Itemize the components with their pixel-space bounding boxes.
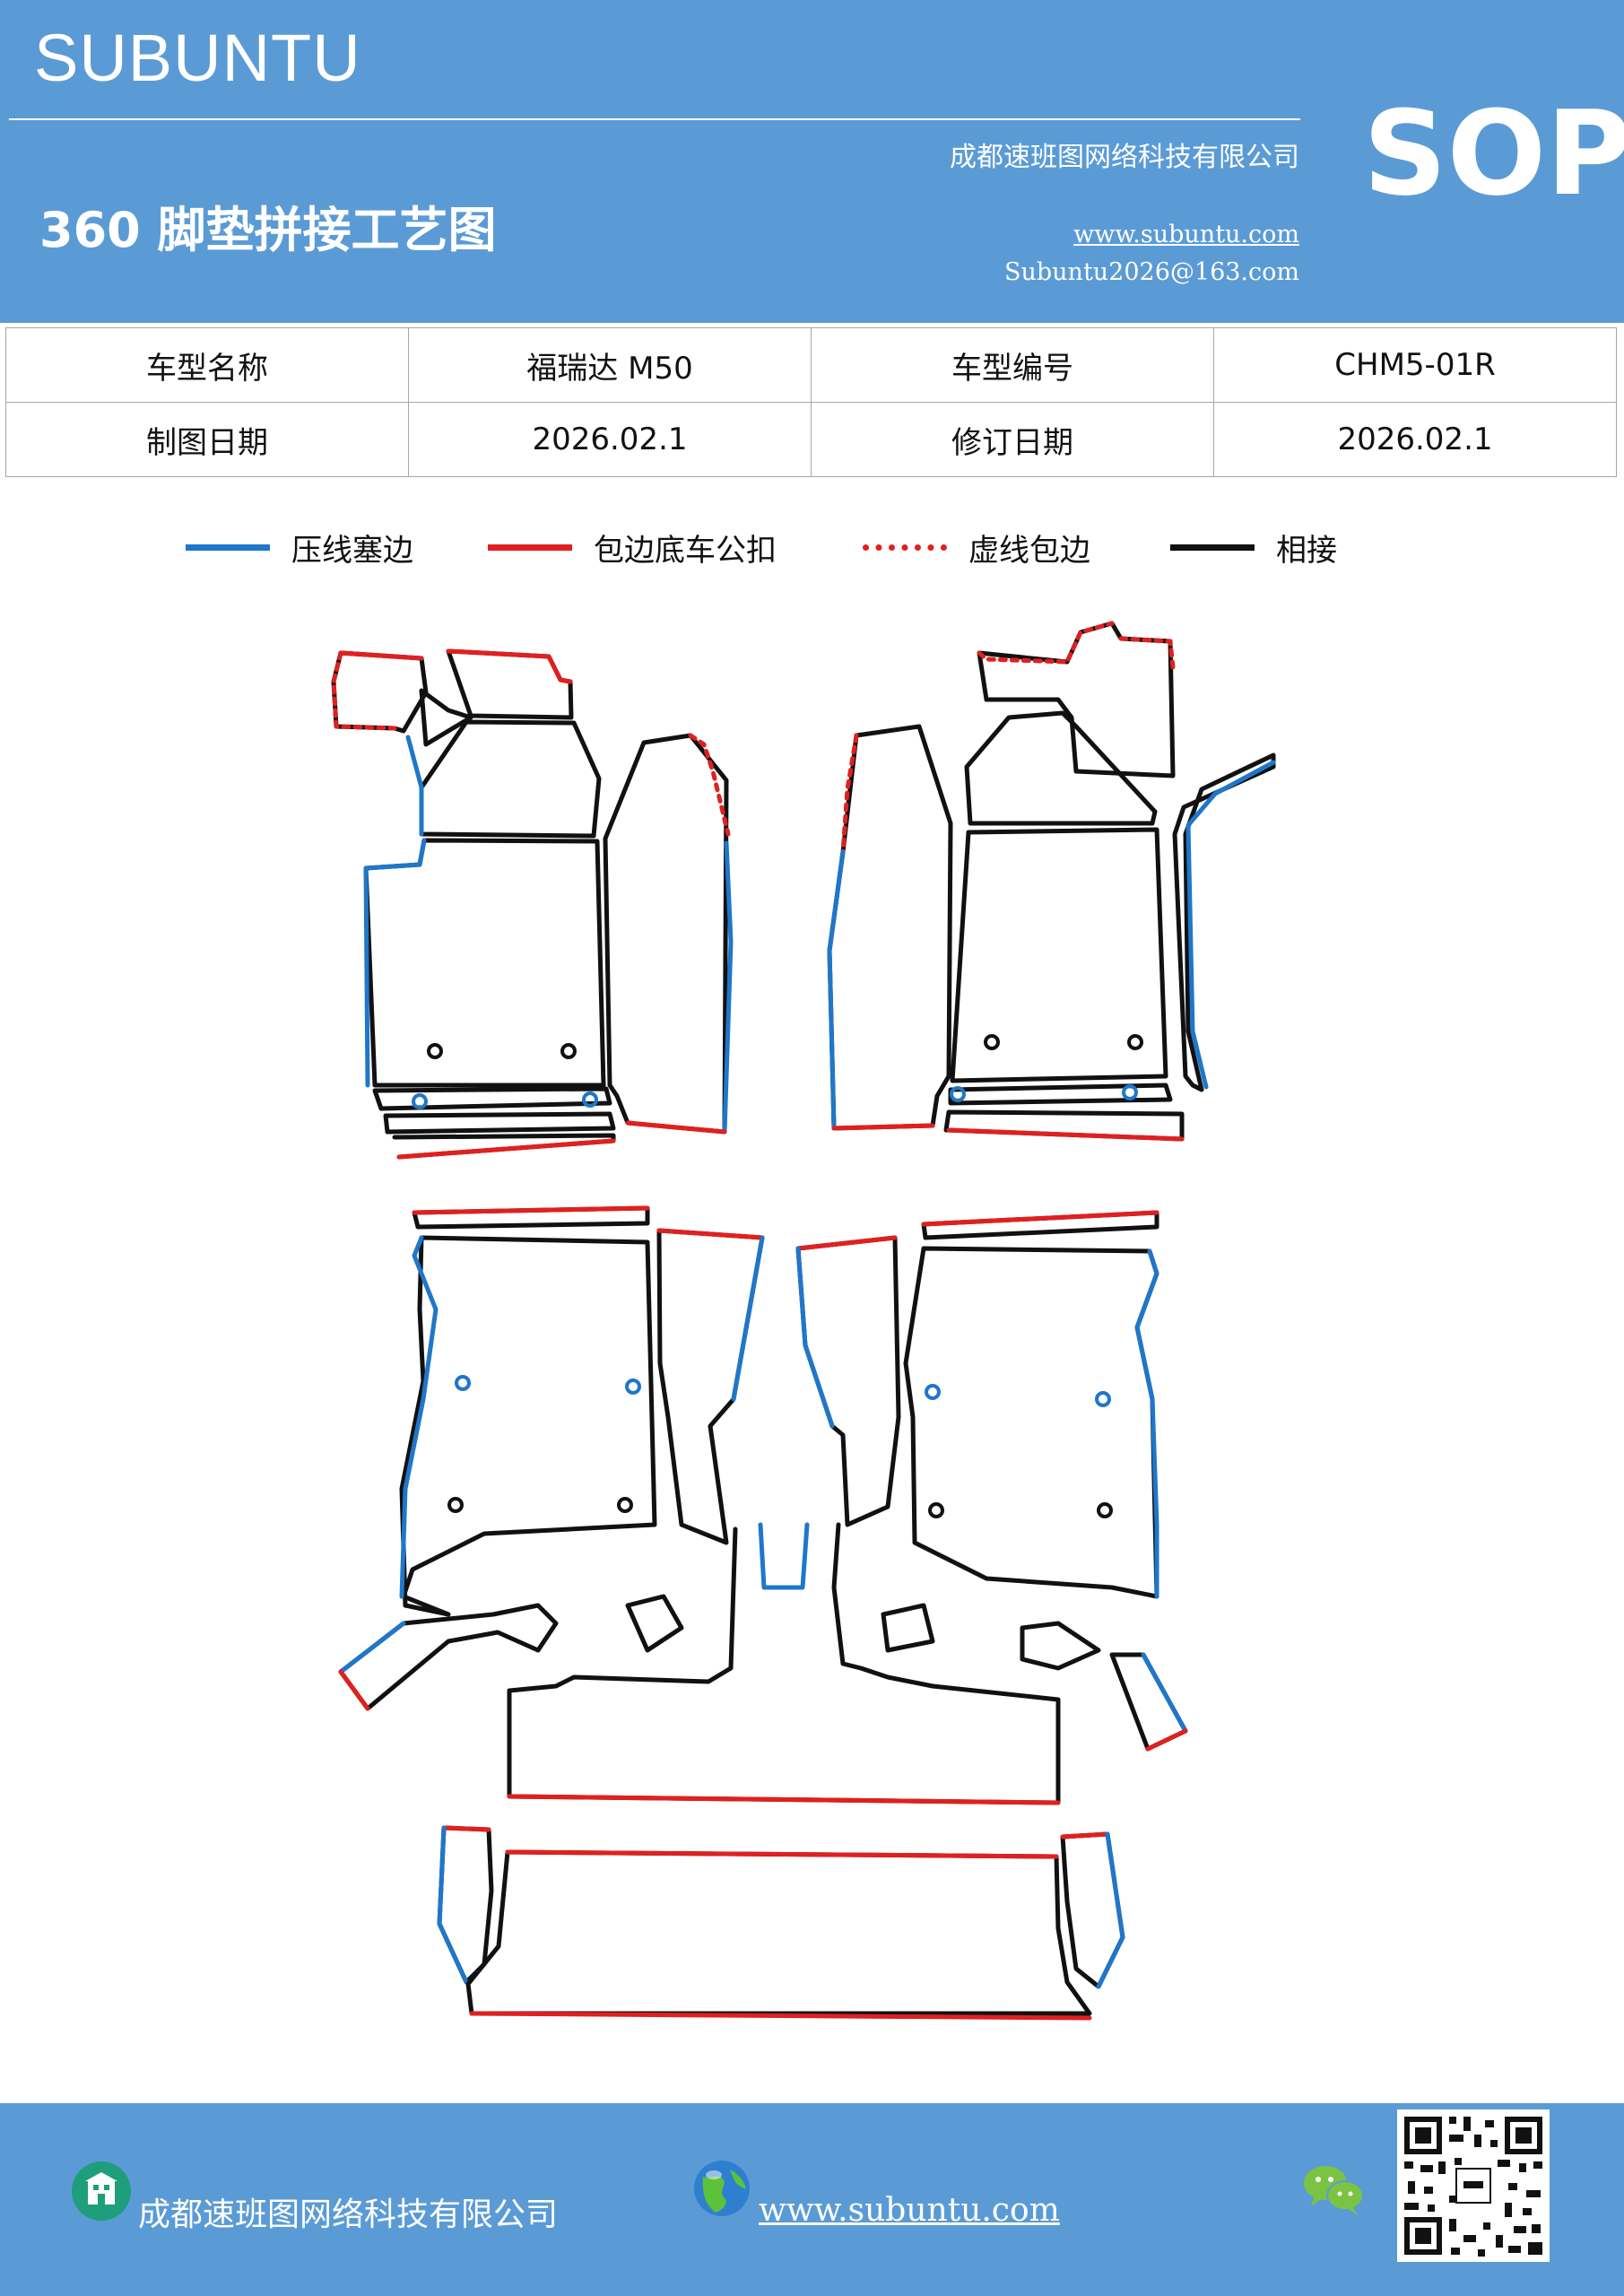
front-right-mat-group [827, 621, 1276, 1142]
table-row: 车型名称 福瑞达 M50 车型编号 CHM5-01R [5, 327, 1617, 403]
footer-company-name: 成都速班图网络科技有限公司 [138, 2196, 559, 2233]
legend-item-edge-buckle: 包边底车公扣 [488, 520, 777, 574]
blue-line-swatch [186, 544, 270, 551]
legend-item-dotted-edge: 虚线包边 [863, 520, 1090, 574]
rear-right-mat-group [795, 1210, 1188, 1752]
footer-website-link[interactable]: www.subuntu.com [759, 2192, 1060, 2229]
model-name-value: 福瑞达 M50 [408, 327, 812, 403]
email-address[interactable]: Subuntu2026@163.com [1004, 258, 1299, 286]
website-link[interactable]: www.subuntu.com [1073, 221, 1299, 248]
red-line-swatch [488, 544, 572, 551]
revision-date-value: 2026.02.1 [1213, 402, 1617, 477]
rear-left-mat-group [338, 1205, 1061, 1805]
front-left-mat-group [331, 648, 734, 1160]
legend-label: 相接 [1276, 532, 1337, 569]
draw-date-label: 制图日期 [5, 402, 409, 477]
document-title: 360 脚垫拼接工艺图 [39, 202, 497, 258]
draw-date-value: 2026.02.1 [408, 402, 812, 477]
legend-label: 虚线包边 [968, 532, 1090, 569]
qr-code [1397, 2109, 1550, 2262]
model-code-label: 车型编号 [811, 327, 1214, 403]
line-legend: 压线塞边 包边底车公扣 虚线包边 相接 [0, 520, 1624, 574]
black-line-swatch [1170, 544, 1255, 551]
legend-item-press-line: 压线塞边 [186, 520, 413, 574]
table-row: 制图日期 2026.02.1 修订日期 2026.02.1 [5, 402, 1617, 477]
building-icon [72, 2161, 131, 2221]
globe-icon [694, 2161, 750, 2216]
brand-name: SUBUNTU [34, 21, 361, 95]
model-name-label: 车型名称 [5, 327, 409, 403]
vehicle-info-table: 车型名称 福瑞达 M50 车型编号 CHM5-01R 制图日期 2026.02.… [5, 327, 1617, 477]
red-dotted-swatch [863, 544, 947, 551]
legend-label: 压线塞边 [291, 532, 413, 569]
sop-badge: SOP [1363, 85, 1624, 222]
trunk-mat-group [437, 1825, 1125, 2021]
header-divider [9, 118, 1300, 120]
legend-label: 包边底车公扣 [594, 532, 777, 569]
company-name: 成都速班图网络科技有限公司 [950, 142, 1299, 173]
floor-mat-diagram [331, 621, 1276, 2021]
header-banner: SUBUNTU 成都速班图网络科技有限公司 360 脚垫拼接工艺图 www.su… [0, 0, 1624, 323]
wechat-icon [1304, 2166, 1364, 2215]
revision-date-label: 修订日期 [811, 402, 1214, 477]
legend-item-joined: 相接 [1170, 520, 1337, 574]
model-code-value: CHM5-01R [1213, 327, 1617, 403]
